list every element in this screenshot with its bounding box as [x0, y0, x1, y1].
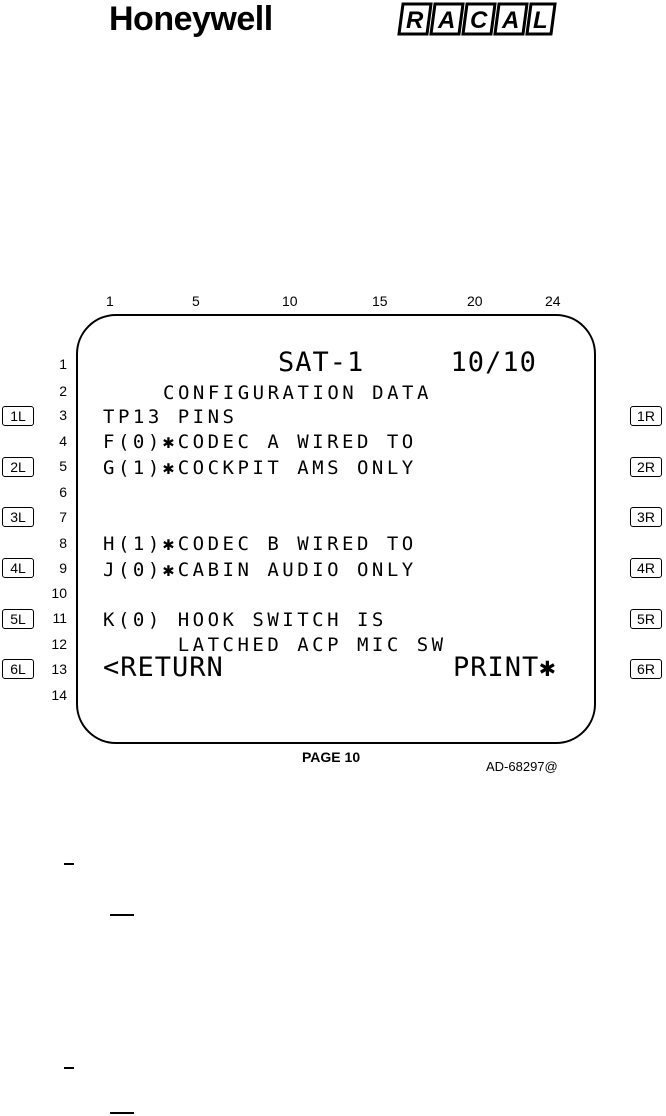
- row-number: 11: [52, 610, 67, 626]
- svg-text:R: R: [406, 7, 424, 34]
- margin-mark: [110, 914, 134, 916]
- display-line-9: J(0)✱CABIN AUDIO ONLY: [103, 559, 417, 581]
- page-title: SAT-1 10/10: [278, 347, 537, 378]
- column-number-24: 24: [545, 293, 561, 309]
- lsk-5r[interactable]: 5R: [630, 609, 662, 629]
- row-number: 4: [59, 433, 67, 449]
- lsk-2l[interactable]: 2L: [2, 457, 34, 477]
- row-number: 6: [59, 484, 67, 500]
- lsk-2r[interactable]: 2R: [630, 457, 662, 477]
- display-line-4: F(0)✱CODEC A WIRED TO: [103, 431, 417, 453]
- honeywell-logo: Honeywell: [109, 0, 273, 38]
- display-line-12: LATCHED ACP MIC SW: [103, 634, 447, 656]
- row-number: 5: [59, 458, 67, 474]
- cdu-screen: [76, 314, 596, 744]
- lsk-3r[interactable]: 3R: [630, 507, 662, 527]
- row-number: 3: [59, 407, 67, 423]
- row-number: 13: [51, 661, 67, 677]
- page-label: PAGE 10: [302, 749, 361, 765]
- row-number: 1: [59, 356, 67, 372]
- svg-text:A: A: [437, 7, 455, 34]
- svg-text:C: C: [470, 7, 488, 34]
- column-number-20: 20: [467, 293, 483, 309]
- column-number-10: 10: [282, 293, 298, 309]
- row-number: 14: [51, 687, 67, 703]
- display-line-8: H(1)✱CODEC B WIRED TO: [103, 533, 417, 555]
- return-prompt[interactable]: <RETURN: [103, 652, 224, 683]
- row-number: 12: [51, 636, 67, 652]
- column-number-15: 15: [372, 293, 388, 309]
- margin-mark: [110, 1112, 134, 1114]
- svg-text:L: L: [533, 7, 548, 34]
- margin-mark: [64, 1067, 74, 1069]
- lsk-6l[interactable]: 6L: [2, 659, 34, 679]
- lsk-6r[interactable]: 6R: [630, 659, 662, 679]
- row-number: 2: [59, 383, 67, 399]
- figure-id: AD-68297@: [486, 759, 558, 774]
- row-number: 9: [59, 560, 67, 576]
- row-number: 8: [59, 535, 67, 551]
- column-number-1: 1: [106, 293, 114, 309]
- section-title: CONFIGURATION DATA: [163, 382, 432, 404]
- svg-text:A: A: [501, 7, 519, 34]
- display-line-11: K(0) HOOK SWITCH IS: [103, 609, 387, 631]
- lsk-1r[interactable]: 1R: [630, 406, 662, 426]
- row-number: 10: [51, 585, 67, 601]
- row-number: 7: [59, 509, 67, 525]
- lsk-4r[interactable]: 4R: [630, 558, 662, 578]
- racal-logo: R A C A L: [397, 2, 557, 36]
- lsk-5l[interactable]: 5L: [2, 609, 34, 629]
- display-line-3: TP13 PINS: [103, 406, 238, 428]
- display-line-5: G(1)✱COCKPIT AMS ONLY: [103, 457, 417, 479]
- print-prompt[interactable]: PRINT✱: [453, 652, 557, 683]
- lsk-3l[interactable]: 3L: [2, 507, 34, 527]
- column-number-5: 5: [192, 293, 200, 309]
- margin-mark: [64, 863, 74, 865]
- lsk-1l[interactable]: 1L: [2, 406, 34, 426]
- lsk-4l[interactable]: 4L: [2, 558, 34, 578]
